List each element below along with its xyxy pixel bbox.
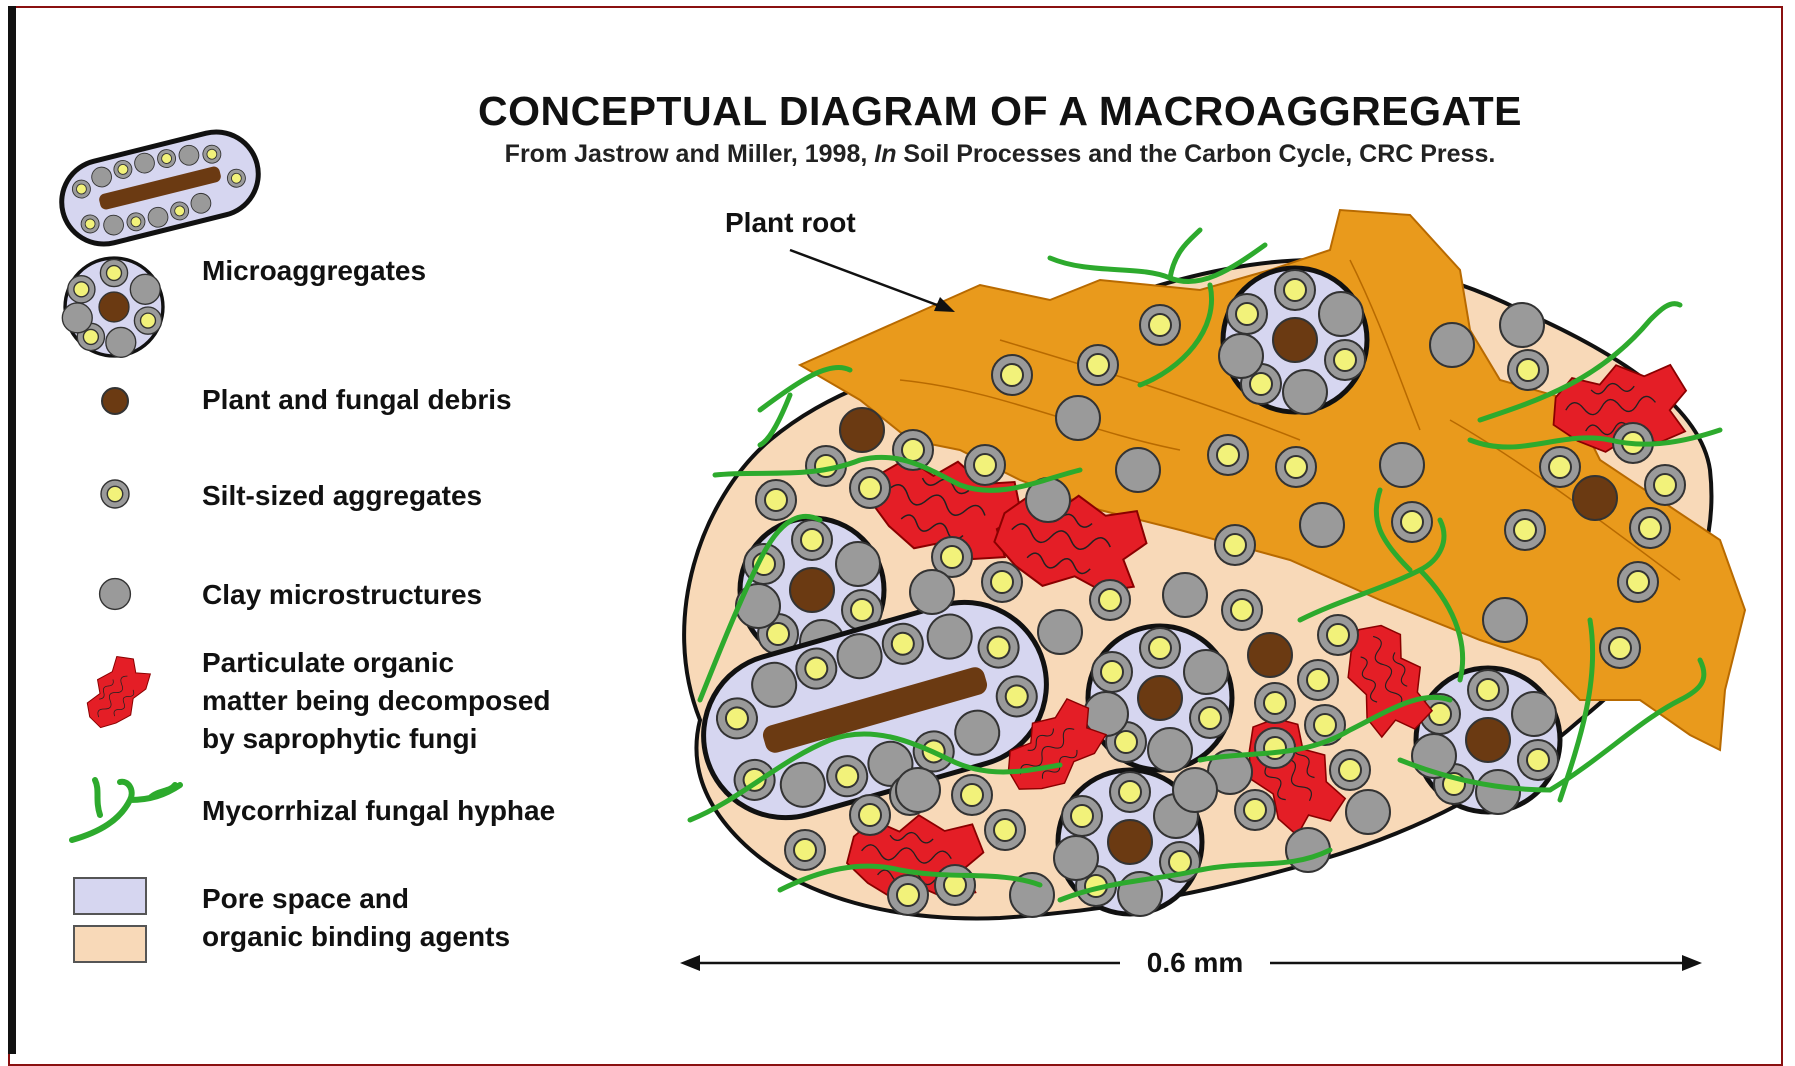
plant-root-arrow (790, 250, 945, 308)
legend-clay-icon (100, 579, 131, 610)
legend-silt-icon (101, 480, 129, 508)
legend-hyphae-icon (72, 780, 180, 840)
legend-microaggregate-icon (62, 258, 163, 357)
legend-label-pore: Pore space and organic binding agents (202, 880, 510, 956)
plant-debris (840, 408, 884, 452)
legend-pore-swatch (74, 878, 146, 914)
scale-bar-label: 0.6 mm (1147, 947, 1244, 978)
scale-bar-right-arrowhead (1682, 955, 1702, 971)
legend-macroaggregate-icon (53, 123, 267, 253)
legend-label-silt: Silt-sized aggregates (202, 477, 482, 515)
legend-debris-icon (102, 388, 128, 414)
legend-binding-swatch (74, 926, 146, 962)
legend-label-pom: Particulate organic matter being decompo… (202, 644, 551, 758)
legend-pom-icon (76, 649, 158, 738)
legend-label-microaggregates: Microaggregates (202, 252, 426, 290)
plant-debris (1248, 633, 1292, 677)
legend-label-debris: Plant and fungal debris (202, 381, 512, 419)
legend-label-clay: Clay microstructures (202, 576, 482, 614)
plant-debris (1573, 476, 1617, 520)
legend-label-hyphae: Mycorrhizal fungal hyphae (202, 792, 555, 830)
scale-bar-left-arrowhead (680, 955, 700, 971)
plant-root-label: Plant root (725, 207, 856, 238)
